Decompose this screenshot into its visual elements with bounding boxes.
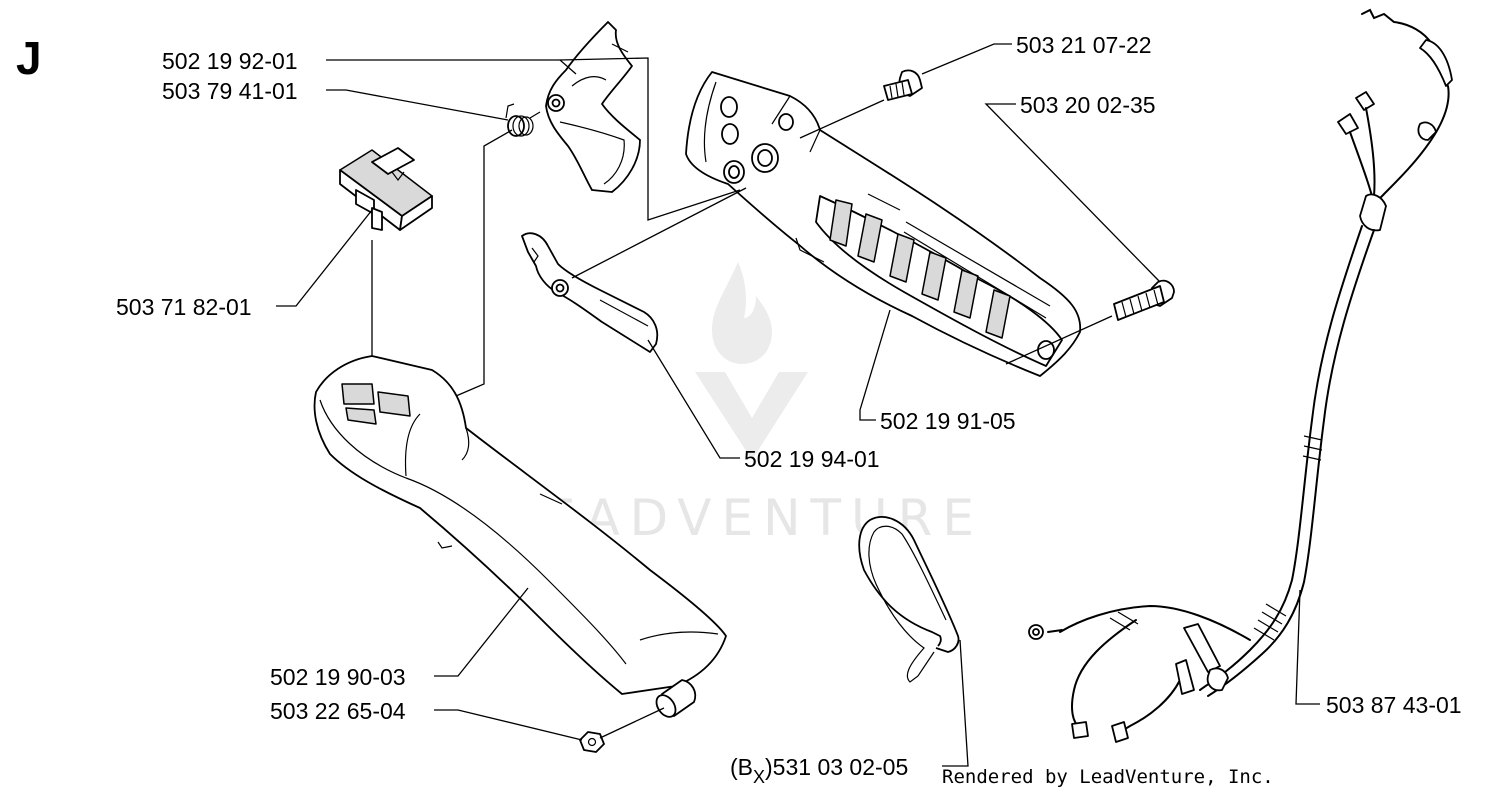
wiring-harness-drawing: [1028, 8, 1453, 743]
handle-bushing-drawing: [655, 679, 697, 718]
render-credit: Rendered by LeadVenture, Inc.: [942, 766, 1274, 788]
leader-p7b: [571, 187, 747, 279]
leader-p3: [276, 209, 373, 307]
leader-p8: [434, 587, 529, 677]
part-label-subscript: X: [753, 767, 765, 787]
leader-p2b: [455, 129, 513, 397]
leader-p9: [434, 709, 583, 741]
part-label-531-03-02-05: (BX)531 03 02-05: [730, 754, 908, 787]
stop-switch-drawing: [339, 147, 433, 231]
part-label-503-22-65-04: 503 22 65-04: [270, 698, 406, 724]
part-label-503-21-07-22: 503 21 07-22: [1016, 32, 1152, 58]
screw-short-drawing: [883, 69, 923, 101]
part-label-number: )531 03 02-05: [765, 754, 908, 780]
leader-p7: [647, 339, 740, 459]
leader-p1: [326, 59, 577, 75]
throttle-lockout-drawing: [521, 232, 659, 353]
leader-p5b: [1005, 315, 1113, 365]
leader-p2: [326, 89, 509, 121]
leader-p4b: [799, 99, 885, 139]
part-label-502-19-91-05: 502 19 91-05: [880, 408, 1016, 434]
part-label-502-19-92-01: 502 19 92-01: [162, 48, 298, 74]
part-label-503-87-43-01: 503 87 43-01: [1326, 692, 1462, 718]
leader-p5: [984, 103, 1161, 283]
nut-drawing: [579, 731, 605, 753]
leader-lines: [276, 43, 1320, 767]
section-letter: J: [16, 32, 42, 84]
part-label-502-19-90-03: 502 19 90-03: [270, 664, 406, 690]
watermark-v-icon: [695, 372, 808, 460]
leader-p9b: [599, 707, 665, 739]
screw-long-drawing: [1113, 279, 1175, 321]
leader-p1b: [559, 57, 741, 221]
handle-cover-drawing: [685, 71, 1082, 377]
part-labels: 502 19 92-01 503 79 41-01 503 71 82-01 5…: [116, 32, 1462, 787]
part-label-502-19-94-01: 502 19 94-01: [744, 446, 880, 472]
part-label-prefix: (B: [730, 754, 753, 780]
leader-p10: [942, 639, 969, 767]
u-clip-drawing: [858, 516, 960, 683]
leader-p4: [921, 43, 1012, 75]
leader-p11: [1295, 589, 1320, 705]
spring-drawing: [505, 103, 541, 137]
leader-p6: [859, 309, 891, 421]
part-label-503-79-41-01: 503 79 41-01: [162, 78, 298, 104]
watermark-flame-icon: [712, 262, 772, 364]
handle-housing-drawing: [313, 355, 727, 695]
part-label-503-20-02-35: 503 20 02-35: [1020, 92, 1156, 118]
part-label-503-71-82-01: 503 71 82-01: [116, 294, 252, 320]
throttle-trigger-drawing: [545, 21, 641, 193]
